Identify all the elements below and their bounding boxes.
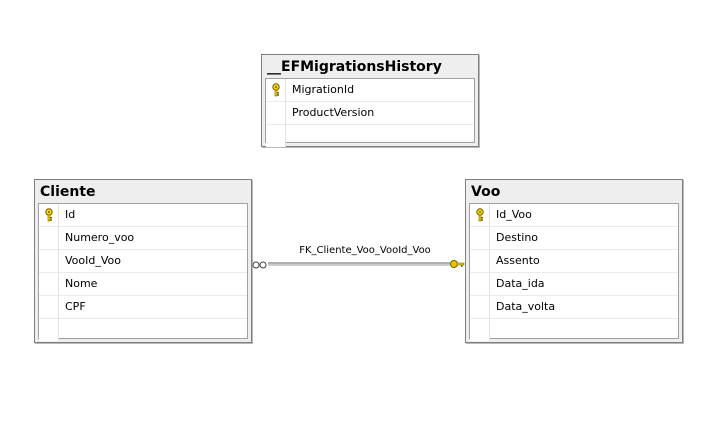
column-row[interactable]: Id_Voo — [470, 204, 678, 227]
key-cell — [470, 319, 490, 341]
table-columns: Id_Voo Destino Assento Data_ida Data_vol… — [469, 203, 679, 341]
column-row-empty — [266, 125, 474, 147]
key-cell — [470, 250, 490, 272]
column-row[interactable]: Nome — [39, 273, 247, 296]
table-columns: Id Numero_voo VooId_Voo Nome CPF — [38, 203, 248, 341]
relationship-label: FK_Cliente_Voo_VooId_Voo — [299, 245, 431, 256]
column-name: MigrationId — [292, 83, 355, 96]
column-row[interactable]: CPF — [39, 296, 247, 319]
key-cell — [266, 125, 286, 147]
column-row[interactable]: VooId_Voo — [39, 250, 247, 273]
column-row-empty — [470, 319, 678, 341]
column-name: Data_ida — [496, 277, 545, 290]
table-columns: MigrationId ProductVersion — [265, 78, 475, 147]
column-name: Assento — [496, 254, 540, 267]
column-name: Numero_voo — [65, 231, 135, 244]
column-name: Nome — [65, 277, 98, 290]
column-row[interactable]: Destino — [470, 227, 678, 250]
column-row[interactable]: Numero_voo — [39, 227, 247, 250]
column-row[interactable]: MigrationId — [266, 79, 474, 102]
column-row[interactable]: Data_volta — [470, 296, 678, 319]
column-name: VooId_Voo — [65, 254, 121, 267]
column-row[interactable]: Data_ida — [470, 273, 678, 296]
table-title: __EFMigrationsHistory — [267, 59, 442, 75]
table-title: Voo — [471, 184, 501, 200]
column-row[interactable]: Id — [39, 204, 247, 227]
column-name: ProductVersion — [292, 106, 375, 119]
key-cell — [39, 296, 59, 318]
column-row[interactable]: Assento — [470, 250, 678, 273]
column-name: Destino — [496, 231, 539, 244]
primary-key-icon — [45, 208, 53, 222]
key-cell — [39, 204, 59, 226]
table-cliente[interactable]: Cliente Id Numero_voo VooId_Voo — [34, 179, 252, 343]
key-cell — [39, 273, 59, 295]
key-cell — [470, 296, 490, 318]
primary-key-icon — [272, 83, 280, 97]
relationship-key-icon — [450, 260, 465, 268]
key-cell — [266, 79, 286, 101]
key-cell — [39, 227, 59, 249]
column-name: Data_volta — [496, 300, 556, 313]
key-cell — [470, 273, 490, 295]
table-voo[interactable]: Voo Id_Voo Destino Assento Dat — [465, 179, 683, 343]
primary-key-icon — [476, 208, 484, 222]
table-title: Cliente — [40, 184, 96, 200]
key-cell — [470, 227, 490, 249]
column-name: Id — [65, 208, 76, 221]
table-ef-migrations-history[interactable]: __EFMigrationsHistory MigrationId Produc… — [261, 54, 479, 147]
column-row-empty — [39, 319, 247, 341]
column-name: CPF — [65, 300, 86, 313]
key-cell — [470, 204, 490, 226]
key-cell — [39, 319, 59, 341]
key-cell — [266, 102, 286, 124]
infinity-icon — [252, 261, 267, 269]
column-name: Id_Voo — [496, 208, 532, 221]
key-cell — [39, 250, 59, 272]
column-row[interactable]: ProductVersion — [266, 102, 474, 125]
